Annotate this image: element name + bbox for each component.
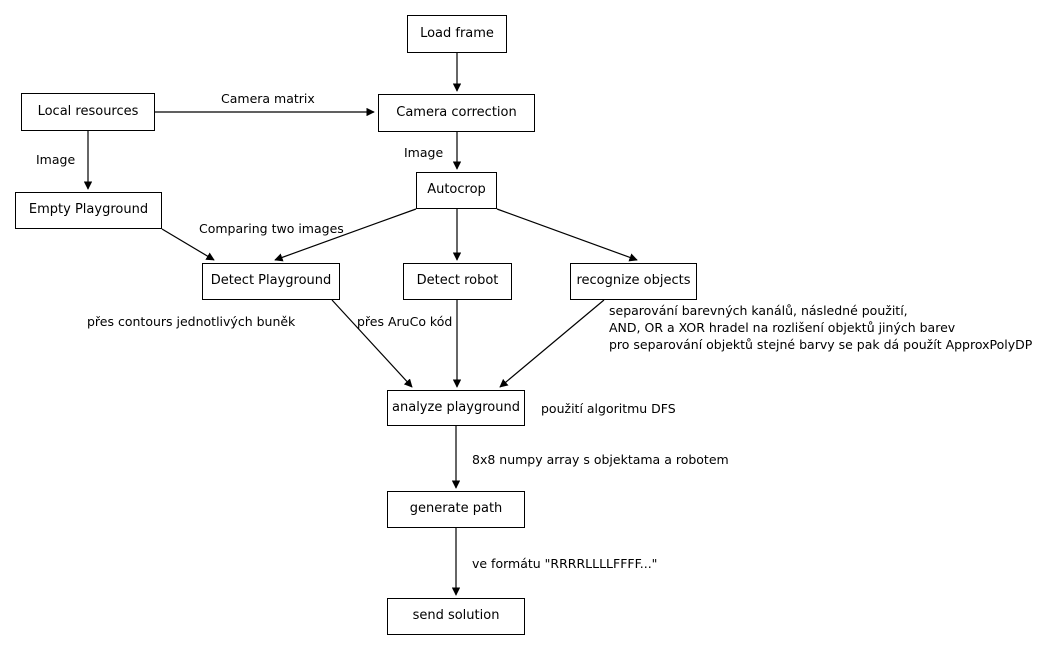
- edge-label-numpy-array: 8x8 numpy array s objektama a robotem: [472, 452, 729, 467]
- node-detect-robot[interactable]: Detect robot: [403, 263, 512, 300]
- edge-label-pouziti-dfs: použití algoritmu DFS: [541, 401, 676, 416]
- node-analyze-playground[interactable]: analyze playground: [387, 390, 525, 426]
- edge-label-pres-aruco: přes AruCo kód: [357, 314, 453, 329]
- node-send-solution[interactable]: send solution: [387, 598, 525, 635]
- edge-autocrop-to-recognize-objects: [496, 208, 638, 262]
- edge-label-ve-formatu: ve formátu "RRRRLLLLFFFF...": [472, 556, 658, 571]
- node-camera-correction[interactable]: Camera correction: [378, 94, 535, 132]
- edge-label-comparing-two-images: Comparing two images: [199, 221, 344, 236]
- node-load-frame[interactable]: Load frame: [407, 15, 507, 53]
- edge-label-image-left: Image: [36, 152, 76, 167]
- edge-label-separovani-note: separování barevných kanálů, následné po…: [609, 303, 1033, 352]
- node-recognize-objects[interactable]: recognize objects: [570, 263, 697, 300]
- edge-label-camera-matrix: Camera matrix: [221, 91, 315, 106]
- node-autocrop[interactable]: Autocrop: [416, 172, 497, 209]
- edge-recognize-objects-to-analyze: [499, 299, 605, 388]
- edge-label-pres-contours: přes contours jednotlivých buněk: [87, 314, 296, 329]
- node-local-resources[interactable]: Local resources: [21, 93, 155, 131]
- edge-label-image-center: Image: [404, 145, 444, 160]
- node-empty-playground[interactable]: Empty Playground: [15, 192, 162, 229]
- node-detect-playground[interactable]: Detect Playground: [202, 263, 340, 300]
- node-generate-path[interactable]: generate path: [387, 491, 525, 528]
